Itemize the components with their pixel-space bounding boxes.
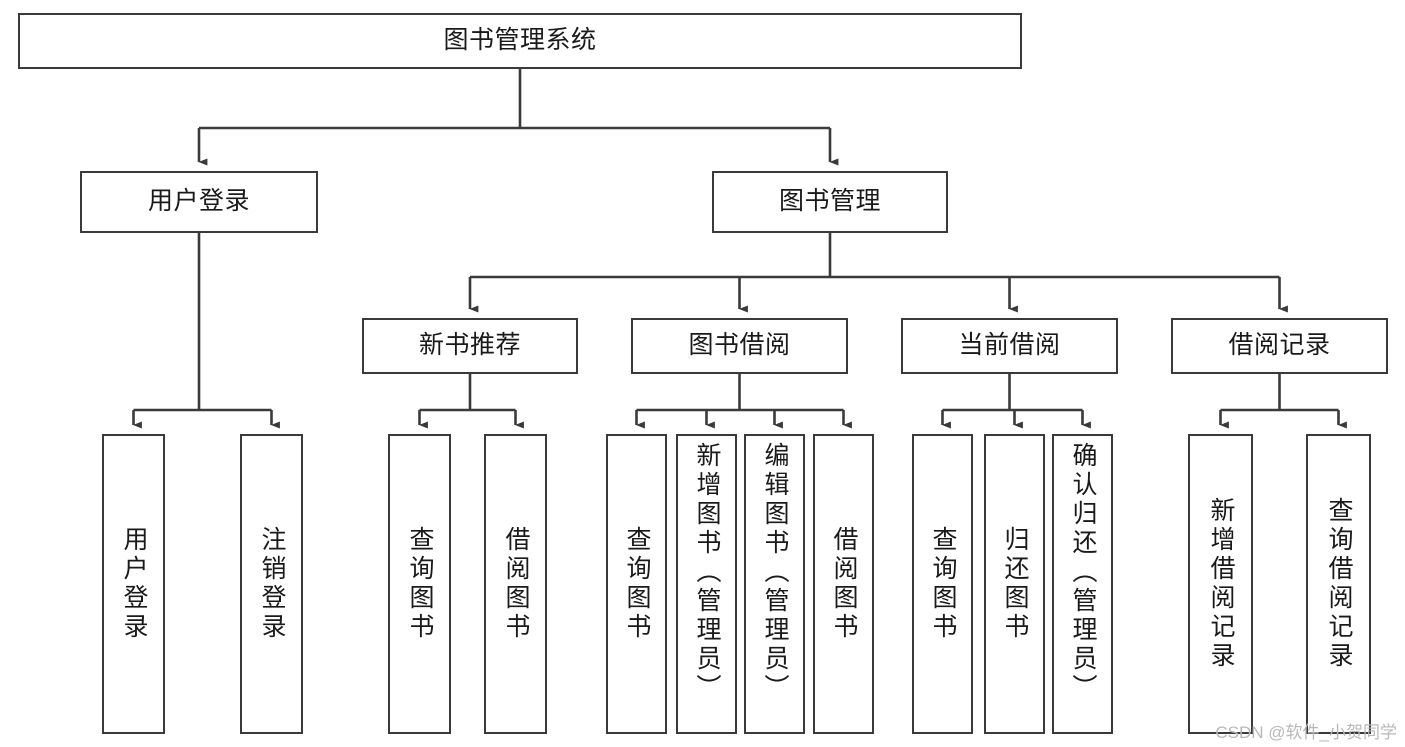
node-leaf-return-book[interactable]: 归还图书 — [984, 434, 1045, 734]
node-leaf-query-book-2[interactable]: 查询图书 — [606, 434, 667, 734]
node-leaf-confirm-return[interactable]: 确认归还（管理员） — [1052, 434, 1113, 734]
node-label-leaf-edit-book: 编辑图书（管理员） — [761, 442, 789, 703]
node-label-leaf-user-login: 用户登录 — [120, 526, 148, 642]
node-label-leaf-query-book-3: 查询图书 — [929, 526, 957, 642]
node-label-borrow-record: 借阅记录 — [1228, 331, 1331, 360]
node-label-leaf-add-record: 新增借阅记录 — [1207, 497, 1235, 671]
node-leaf-add-book[interactable]: 新增图书（管理员） — [676, 434, 737, 734]
node-label-leaf-return-book: 归还图书 — [1001, 526, 1029, 642]
node-label-leaf-confirm-return: 确认归还（管理员） — [1069, 442, 1097, 703]
node-label-new-book-recommend: 新书推荐 — [418, 331, 521, 360]
node-new-book-recommend[interactable]: 新书推荐 — [362, 318, 578, 374]
node-label-leaf-query-record: 查询借阅记录 — [1325, 497, 1353, 671]
node-current-borrow[interactable]: 当前借阅 — [901, 318, 1118, 374]
node-label-leaf-query-book-2: 查询图书 — [623, 526, 651, 642]
node-leaf-logout[interactable]: 注销登录 — [240, 434, 303, 734]
node-book-management[interactable]: 图书管理 — [712, 171, 948, 233]
node-label-leaf-query-book-1: 查询图书 — [406, 526, 434, 642]
node-user-login[interactable]: 用户登录 — [80, 171, 318, 233]
node-leaf-edit-book[interactable]: 编辑图书（管理员） — [744, 434, 805, 734]
node-leaf-add-record[interactable]: 新增借阅记录 — [1188, 434, 1253, 734]
node-label-leaf-borrow-book-1: 借阅图书 — [502, 526, 530, 642]
node-label-leaf-add-book: 新增图书（管理员） — [693, 442, 721, 703]
node-label-leaf-borrow-book-2: 借阅图书 — [830, 526, 858, 642]
node-borrow-record[interactable]: 借阅记录 — [1171, 318, 1388, 374]
node-leaf-query-record[interactable]: 查询借阅记录 — [1306, 434, 1371, 734]
node-label-user-login: 用户登录 — [147, 187, 250, 216]
node-label-root: 图书管理系统 — [443, 26, 597, 55]
node-book-borrow[interactable]: 图书借阅 — [631, 318, 848, 374]
node-leaf-query-book-3[interactable]: 查询图书 — [912, 434, 973, 734]
node-leaf-query-book-1[interactable]: 查询图书 — [388, 434, 451, 734]
node-label-book-management: 图书管理 — [778, 187, 881, 216]
node-label-book-borrow: 图书借阅 — [688, 331, 791, 360]
node-leaf-borrow-book-2[interactable]: 借阅图书 — [813, 434, 874, 734]
node-label-current-borrow: 当前借阅 — [958, 331, 1061, 360]
node-root[interactable]: 图书管理系统 — [18, 13, 1022, 69]
node-leaf-user-login[interactable]: 用户登录 — [102, 434, 165, 734]
node-label-leaf-logout: 注销登录 — [258, 526, 286, 642]
node-leaf-borrow-book-1[interactable]: 借阅图书 — [484, 434, 547, 734]
